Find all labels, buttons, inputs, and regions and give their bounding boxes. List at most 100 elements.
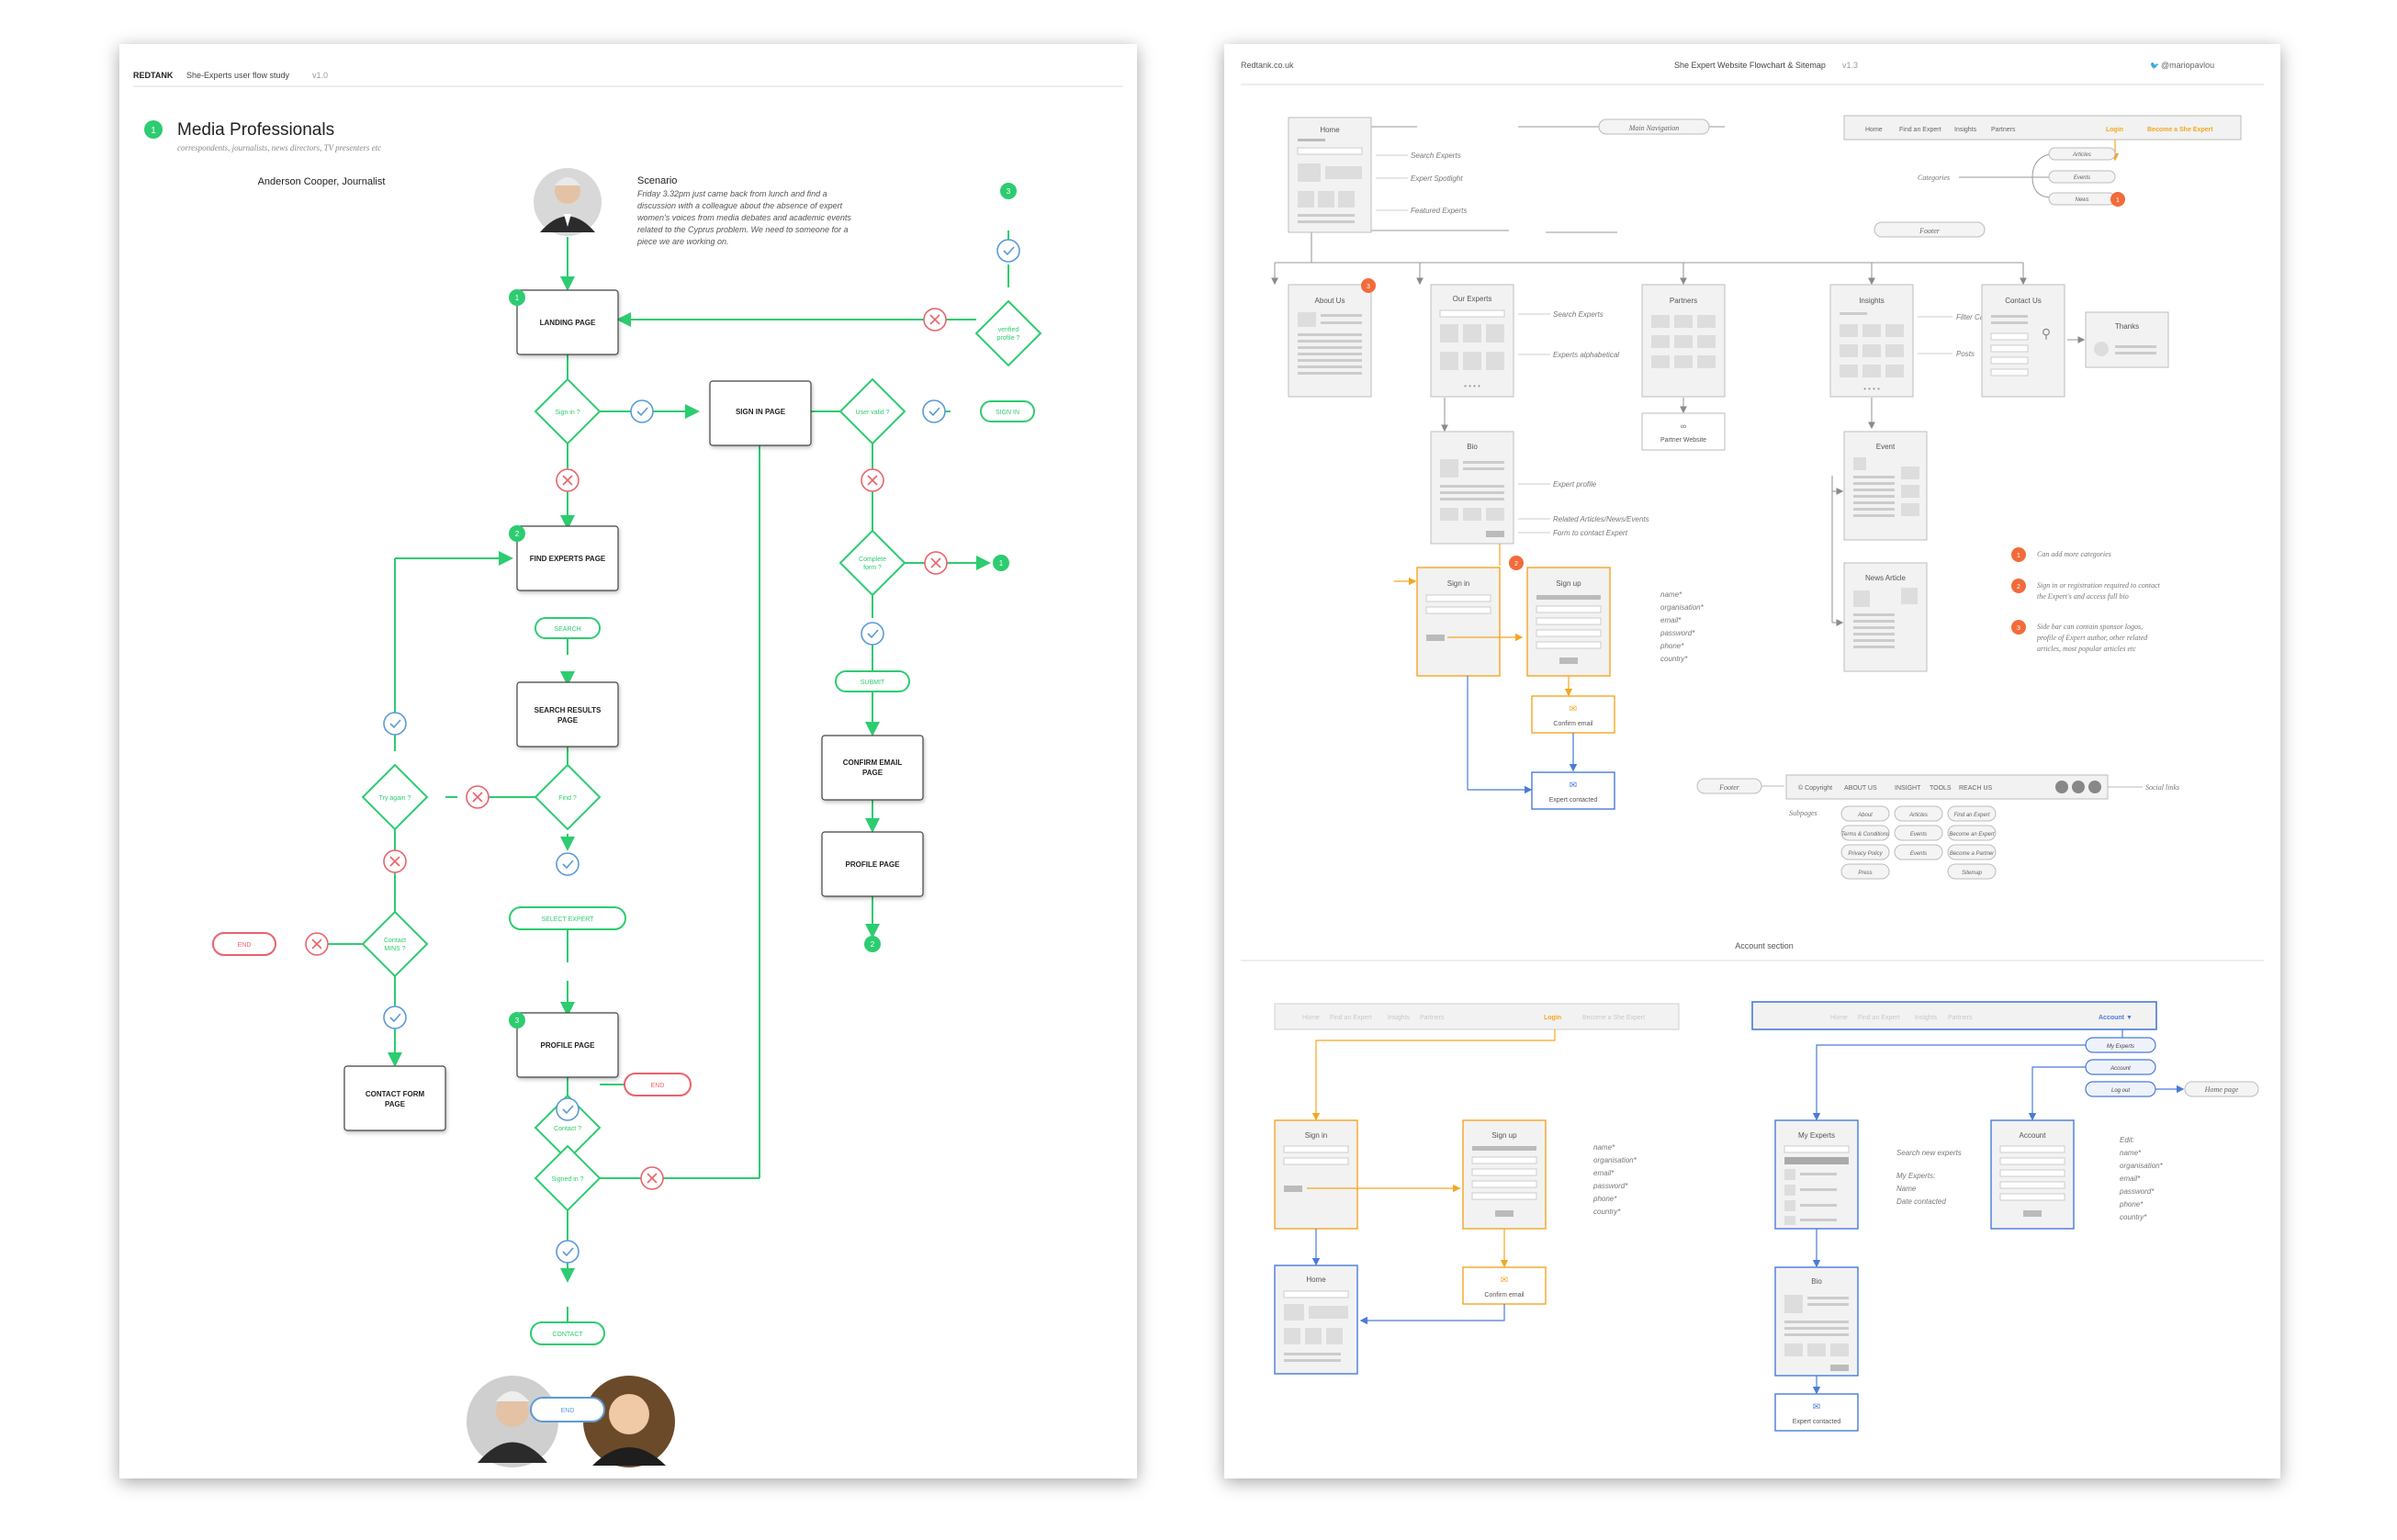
svg-text:Log out: Log out: [2111, 1088, 2130, 1094]
svg-text:Search Experts: Search Experts: [1553, 310, 1604, 319]
mail-icon: ✉: [1813, 1402, 1820, 1412]
category-pills: Articles Events News: [2048, 147, 2116, 206]
sitemap-version: v1.3: [1842, 61, 1858, 70]
account-confirm-email: ✉ Confirm email: [1462, 1266, 1547, 1305]
persona-subtitle: correspondents, journalists, news direct…: [177, 143, 381, 152]
social-icon: [2088, 781, 2101, 793]
svg-text:User valid ?: User valid ?: [856, 410, 890, 416]
social-icon: [2072, 781, 2085, 793]
svg-text:News Article: News Article: [1865, 574, 1907, 582]
note-badge-3: [1361, 278, 1376, 293]
pill-sign-in: SIGN IN: [980, 400, 1035, 422]
svg-text:Find an Expert: Find an Expert: [1953, 813, 1989, 818]
svg-text:Our Experts: Our Experts: [1453, 295, 1492, 303]
svg-text:Partner Website: Partner Website: [1660, 437, 1706, 444]
svg-text:email*: email*: [1660, 616, 1682, 624]
step-2-badge: [509, 525, 525, 542]
svg-text:Main Navigation: Main Navigation: [1628, 124, 1679, 132]
svg-text:2: 2: [871, 940, 875, 949]
svg-text:piece we are working on.: piece we are working on.: [636, 237, 729, 246]
nav-login: Login: [2106, 127, 2123, 133]
check-icon: [861, 622, 884, 646]
subpages-label: Subpages: [1789, 809, 1817, 817]
svg-text:2: 2: [1514, 561, 1518, 568]
woman-avatar: [583, 1376, 675, 1467]
social-icon: [2055, 781, 2068, 793]
svg-text:Side bar can contain sponsor l: Side bar can contain sponsor logos,: [2037, 623, 2143, 631]
svg-text:Try again ?: Try again ?: [379, 795, 411, 802]
svg-text:Events: Events: [1910, 832, 1927, 837]
nav-insights: Insights: [1954, 127, 1977, 133]
check-icon: [556, 1240, 580, 1264]
account-menu: My Experts Account Log out: [2085, 1037, 2156, 1097]
account-nav-right: Home Find an Expert Insights Partners Ac…: [1751, 1001, 2157, 1030]
social-links-label: Social links: [2145, 783, 2179, 792]
svg-text:1: 1: [999, 559, 1004, 568]
svg-text:related to the Cyprus problem.: related to the Cyprus problem. We need t…: [637, 225, 848, 234]
sheet-title: She-Experts user flow study: [186, 71, 290, 80]
svg-text:Become an Expert: Become an Expert: [1949, 832, 1995, 837]
svg-text:3: 3: [1007, 187, 1011, 196]
twitter-icon: 🐦: [2150, 62, 2159, 70]
svg-text:INSIGHT: INSIGHT: [1895, 785, 1921, 792]
svg-text:SIGN IN: SIGN IN: [996, 410, 1019, 416]
svg-text:SELECT EXPERT: SELECT EXPERT: [542, 916, 595, 923]
svg-text:Home: Home: [1302, 1015, 1320, 1021]
svg-text:CONTACT FORM: CONTACT FORM: [366, 1090, 425, 1098]
scenario-text: Friday 3.32pm just came back from lunch …: [636, 189, 851, 246]
svg-text:Bio: Bio: [1811, 1277, 1822, 1286]
svg-text:Insights: Insights: [1859, 297, 1885, 305]
mail-icon: ✉: [1501, 1276, 1508, 1286]
scenario-title: Scenario: [637, 175, 677, 186]
svg-text:PROFILE PAGE: PROFILE PAGE: [541, 1041, 596, 1050]
svg-text:Articles: Articles: [1908, 813, 1928, 818]
svg-text:Confirm email: Confirm email: [1553, 721, 1593, 727]
check-icon: [996, 239, 1020, 263]
nav-partners: Partners: [1991, 127, 2016, 133]
svg-text:Confirm email: Confirm email: [1484, 1292, 1525, 1298]
svg-text:Partners: Partners: [1948, 1015, 1973, 1021]
step-1-badge: [509, 289, 525, 306]
link-icon: ∞: [1681, 422, 1686, 431]
svg-text:1: 1: [2017, 553, 2020, 559]
svg-text:Featured Experts: Featured Experts: [1411, 207, 1467, 215]
svg-text:profile ?: profile ?: [997, 335, 1020, 342]
wireframe-home: Home: [1288, 117, 1372, 233]
expert-contacted-box: ✉ Expert contacted: [1531, 771, 1615, 810]
svg-text:email*: email*: [1593, 1169, 1615, 1177]
wireframe-our-experts: Our Experts • • • •: [1430, 284, 1514, 398]
svg-text:SUBMIT: SUBMIT: [861, 680, 885, 686]
check-icon: [630, 399, 654, 423]
svg-text:2: 2: [515, 530, 520, 538]
svg-text:SEARCH: SEARCH: [554, 626, 580, 633]
wireframe-sign-in: Sign in: [1416, 567, 1501, 677]
svg-text:My Experts: My Experts: [1798, 1131, 1835, 1140]
svg-text:organisation*: organisation*: [1593, 1156, 1637, 1164]
svg-text:Account: Account: [2110, 1066, 2131, 1072]
svg-text:SEARCH RESULTS: SEARCH RESULTS: [535, 706, 602, 714]
nav-home: Home: [1865, 127, 1883, 133]
svg-text:password*: password*: [1660, 629, 1695, 637]
terminal-2-bottom: 2: [864, 936, 881, 952]
anderson-avatar-bottom: [467, 1376, 558, 1467]
svg-text:email*: email*: [2120, 1175, 2141, 1183]
persona-number-badge: [144, 120, 163, 139]
svg-text:Home page: Home page: [2204, 1085, 2239, 1094]
notes-list: 1 Can add more categories 2 Sign in or r…: [2011, 547, 2161, 653]
page-box-landing: LANDING PAGE: [516, 289, 619, 355]
account-nav-left: Home Find an Expert Insights Partners Lo…: [1274, 1003, 1680, 1030]
svg-text:TOOLS: TOOLS: [1930, 785, 1952, 792]
nav-become-expert: Become a She Expert: [2147, 127, 2213, 133]
svg-text:CONTACT: CONTACT: [552, 1332, 583, 1338]
svg-text:• • • •: • • • •: [1464, 382, 1480, 390]
decision-find: [534, 763, 602, 831]
svg-text:country*: country*: [1660, 655, 1688, 663]
signup-fields: name* organisation* email* password* pho…: [1660, 590, 1705, 663]
svg-text:Search Experts: Search Experts: [1411, 152, 1461, 160]
svg-text:articles, most popular article: articles, most popular articles etc: [2037, 645, 2136, 653]
mail-icon: ✉: [1570, 704, 1577, 714]
sheet-version: v1.0: [312, 71, 328, 80]
anderson-avatar: [534, 168, 602, 236]
account-home: Home: [1274, 1265, 1358, 1375]
svg-text:Related Articles/News/Events: Related Articles/News/Events: [1553, 515, 1649, 523]
